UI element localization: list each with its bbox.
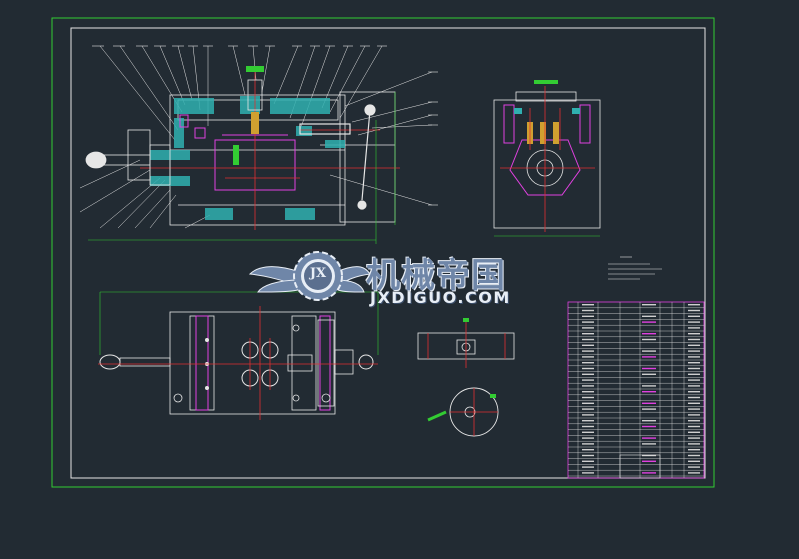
inner-frame xyxy=(70,27,706,479)
table-cell-mark xyxy=(688,466,700,468)
gear-icon xyxy=(293,251,343,301)
main-section-view xyxy=(79,45,438,244)
table-cell-mark xyxy=(582,425,594,428)
table-cell-mark xyxy=(582,420,594,422)
parts-list-table xyxy=(567,301,705,479)
table-cell-mark xyxy=(582,454,594,457)
part-detail-view xyxy=(417,318,515,368)
table-cell-mark xyxy=(688,443,700,445)
table-cell-mark xyxy=(582,408,594,410)
table-cell-mark xyxy=(688,309,700,312)
table-cell-mark xyxy=(582,385,594,387)
table-cell-mark xyxy=(688,454,700,457)
table-cell-mark xyxy=(582,402,594,404)
table-cell-mark xyxy=(688,408,700,410)
table-cell-mark xyxy=(582,373,594,375)
table-cell-mark xyxy=(688,460,700,462)
outer-frame xyxy=(51,17,715,488)
round-part-view xyxy=(427,387,499,437)
table-cell-mark xyxy=(688,420,700,422)
table-cell-mark xyxy=(642,373,656,375)
table-cell-mark xyxy=(642,402,656,404)
table-cell-mark xyxy=(688,472,700,474)
watermark-logo xyxy=(248,251,371,301)
table-cell-mark xyxy=(642,454,656,457)
table-cell-mark xyxy=(582,321,594,323)
top-view xyxy=(98,291,379,420)
table-cell-mark xyxy=(642,472,656,474)
table-cell-mark xyxy=(688,414,700,416)
table-cell-mark xyxy=(688,304,700,306)
table-cell-mark xyxy=(688,402,700,404)
watermark-chinese-text: 机械帝国 xyxy=(366,256,506,296)
table-cell-mark xyxy=(688,333,700,335)
table-cell-mark xyxy=(688,356,700,358)
table-cell-mark xyxy=(688,391,700,393)
table-cell-mark xyxy=(642,425,656,428)
table-cell-mark xyxy=(582,309,594,312)
table-cell-mark xyxy=(582,379,594,381)
table-cell-mark xyxy=(582,414,594,416)
table-cell-mark xyxy=(582,431,594,433)
table-cell-mark xyxy=(582,443,594,445)
table-cell-mark xyxy=(688,362,700,364)
table-cell-mark xyxy=(688,321,700,323)
table-cell-mark xyxy=(642,460,656,462)
table-cell-mark xyxy=(582,466,594,468)
table-cell-mark xyxy=(688,344,700,346)
table-cell-mark xyxy=(642,321,656,323)
table-cell-mark xyxy=(582,327,594,329)
table-cell-mark xyxy=(688,379,700,381)
table-cell-mark xyxy=(688,449,700,451)
table-cell-mark xyxy=(582,304,594,306)
table-cell-mark xyxy=(688,373,700,375)
table-cell-mark xyxy=(582,356,594,358)
table-cell-mark xyxy=(642,333,656,335)
table-cell-mark xyxy=(582,367,594,370)
table-cell-mark xyxy=(642,385,656,387)
table-cell-mark xyxy=(642,420,656,422)
table-cell-mark xyxy=(582,344,594,346)
table-cell-mark xyxy=(582,333,594,335)
table-cell-mark xyxy=(582,338,594,341)
table-cell-mark xyxy=(688,367,700,370)
table-cell-mark xyxy=(688,437,700,439)
table-cell-mark xyxy=(642,443,656,445)
table-cell-mark xyxy=(582,396,594,399)
table-cell-mark xyxy=(688,338,700,341)
technical-notes xyxy=(608,256,662,280)
table-cell-mark xyxy=(642,437,656,439)
logo-letters: JX xyxy=(309,266,327,281)
table-cell-mark xyxy=(582,437,594,439)
table-cell-mark xyxy=(688,327,700,329)
table-cell-mark xyxy=(582,315,594,317)
table-cell-mark xyxy=(642,304,656,306)
table-cell-mark xyxy=(642,408,656,410)
table-cell-mark xyxy=(642,315,656,317)
table-cell-mark xyxy=(688,385,700,387)
table-cell-mark xyxy=(642,367,656,370)
table-cell-mark xyxy=(582,460,594,462)
table-cell-mark xyxy=(582,472,594,474)
side-view xyxy=(493,80,601,237)
table-cell-mark xyxy=(642,350,656,352)
table-cell-mark xyxy=(642,338,656,341)
table-cell-mark xyxy=(582,362,594,364)
table-cell-mark xyxy=(642,356,656,358)
table-cell-mark xyxy=(582,350,594,352)
table-cell-mark xyxy=(688,396,700,399)
table-cell-mark xyxy=(582,391,594,393)
table-cell-mark xyxy=(688,315,700,317)
table-cell-mark xyxy=(582,449,594,451)
table-cell-mark xyxy=(688,350,700,352)
watermark-english-text: JXDIGUO.COM xyxy=(370,288,511,307)
table-cell-mark xyxy=(688,431,700,433)
table-cell-mark xyxy=(642,391,656,393)
table-cell-mark xyxy=(688,425,700,428)
